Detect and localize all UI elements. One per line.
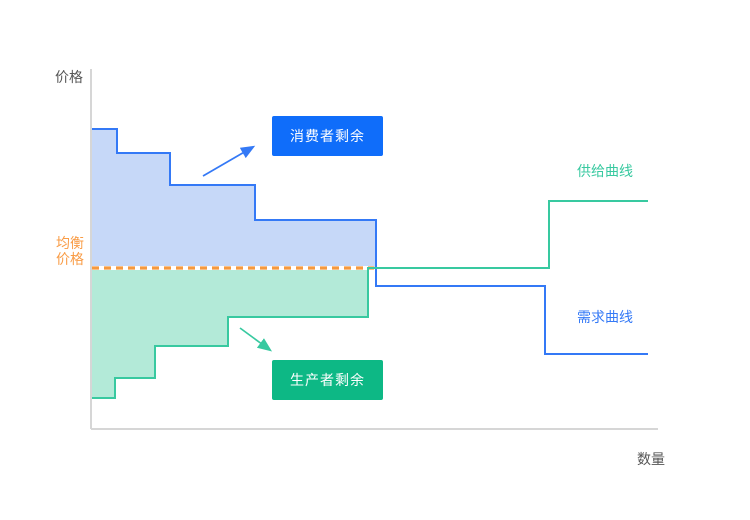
y-axis-label: 价格 (55, 69, 83, 85)
annotation-arrows-group (202, 145, 273, 352)
producer-surplus-badge: 生产者剩余 (272, 360, 383, 400)
consumer-surplus-badge: 消费者剩余 (272, 116, 383, 156)
producer-surplus-badge-label: 生产者剩余 (290, 372, 365, 388)
curves-group (92, 128, 648, 399)
consumer-surplus-area (92, 129, 376, 268)
producer-surplus-area (92, 268, 368, 398)
producer-surplus-arrow (239, 327, 273, 352)
supply-curve-label: 供给曲线 (577, 163, 633, 179)
demand-curve (92, 128, 648, 355)
axes-group (90, 69, 658, 430)
equilibrium-price-label: 均衡价格 (56, 235, 84, 268)
supply-curve (92, 200, 648, 399)
x-axis-label: 数量 (637, 451, 665, 467)
consumer-surplus-arrow (202, 145, 256, 177)
consumer-surplus-badge-label: 消费者剩余 (290, 128, 365, 144)
demand-curve-label: 需求曲线 (577, 309, 633, 325)
surplus-fills-group (92, 129, 376, 398)
